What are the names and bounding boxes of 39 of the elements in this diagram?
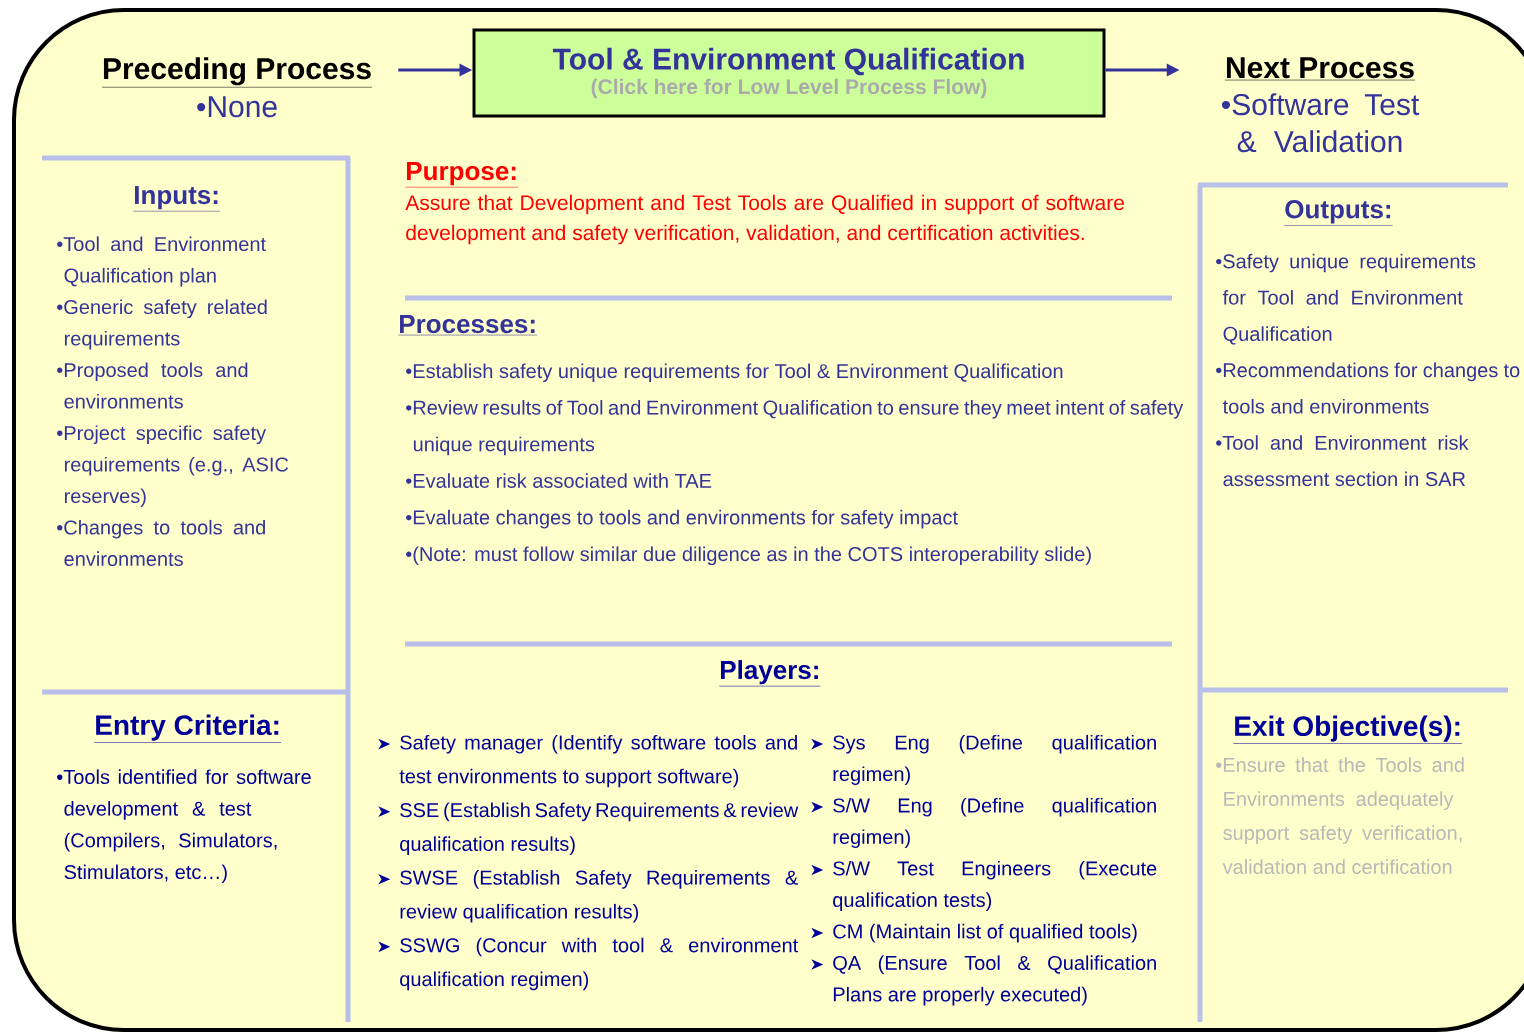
bullet-item: •Ensure that the Tools and Environments adequately support safety verification, validation and certification bbox=[1216, 757, 1464, 875]
section-heading: Entry Criteria: bbox=[94, 714, 282, 743]
list-item: SSWG (Concur with tool & environment qualification regimen) bbox=[400, 937, 799, 991]
process-box bbox=[472, 28, 1106, 118]
list-item: SSE (Establish Safety Requirements & review qualification results) bbox=[400, 802, 799, 855]
list-item: SWSE (Establish Safety Requirements & review qualification results) bbox=[400, 870, 798, 923]
bullet-item: •Generic safety related requirements bbox=[57, 299, 267, 350]
process-item: •Software Test & Validation bbox=[1221, 93, 1420, 153]
list-item: S/W Eng (Define qualification regimen) bbox=[833, 797, 1156, 848]
bullet-item: •Recommendations for changes to tools and environments bbox=[1216, 362, 1520, 414]
bullet-item: •Tool and Environment risk assessment section in SAR bbox=[1216, 435, 1469, 487]
title-text: Tool & Environment Qualification bbox=[552, 47, 1024, 76]
section-heading: Purpose: bbox=[405, 162, 519, 188]
bullet-item: •Changes to tools and environments bbox=[57, 519, 265, 567]
bullet-item: •Review results of Tool and Environment Qualification to ensure they meet intent of safety unique requirements bbox=[406, 400, 1184, 456]
link-text: (Click here for Low Level Process Flow) bbox=[591, 78, 987, 99]
process-heading: Preceding Process bbox=[101, 57, 373, 88]
list-item: QA (Ensure Tool & Qualification Plans are properly executed) bbox=[833, 955, 1156, 1006]
section-heading: Outputs: bbox=[1284, 200, 1393, 226]
list-item: S/W Test Engineers (Execute qualification tests) bbox=[833, 860, 1157, 911]
bullet-item: •Safety unique requirements for Tool and Environment Qualification bbox=[1216, 253, 1476, 345]
process-heading: Next Process bbox=[1224, 57, 1416, 81]
list-item: Safety manager (Identify software tools and test environments to support software) bbox=[399, 734, 797, 788]
bullet-item: •Project specific safety requirements (e.g., ASIC reserves) bbox=[57, 425, 289, 507]
purpose-text: Assure that Development and Test Tools are Qualified in support of software development and safety verification, validation, and certification activities. bbox=[405, 194, 1124, 245]
bullet-item: •Establish safety unique requirements for Tool & Environment Qualification bbox=[406, 363, 1063, 383]
bullet-item: •Evaluate changes to tools and environments for safety impact bbox=[406, 509, 958, 529]
bullet-item: •Tools identified for software development & test (Compilers, Simulators, Stimulators, etc…) bbox=[57, 769, 311, 884]
bullet-item: •(Note: must follow similar due diligence as in the COTS interoperability slide) bbox=[406, 546, 1091, 566]
section-heading: Players: bbox=[719, 660, 821, 687]
section-heading: Inputs: bbox=[133, 186, 221, 212]
bullet-item: •Evaluate risk associated with TAE bbox=[406, 473, 712, 488]
bullet-item: •Proposed tools and environments bbox=[57, 362, 248, 409]
process-item: •None bbox=[197, 96, 277, 118]
list-item: CM (Maintain list of qualified tools) bbox=[833, 923, 1137, 943]
bullet-item: •Tool and Environment Qualification plan bbox=[57, 236, 266, 287]
list-item: Sys Eng (Define qualification regimen) bbox=[833, 734, 1156, 786]
section-heading: Exit Objective(s): bbox=[1233, 715, 1463, 744]
section-heading: Processes: bbox=[398, 315, 538, 336]
